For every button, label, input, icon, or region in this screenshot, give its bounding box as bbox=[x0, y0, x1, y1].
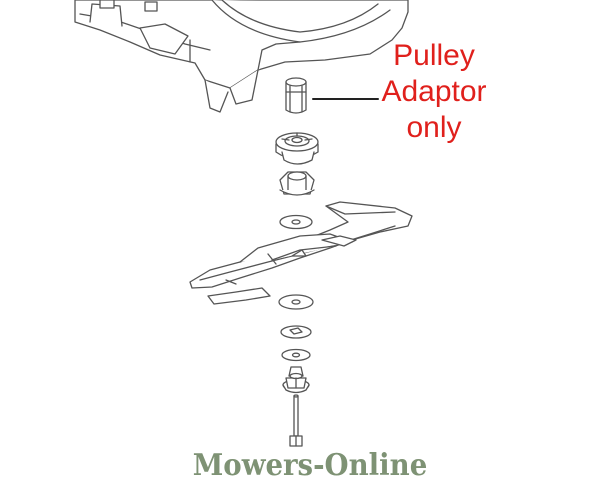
washer-small bbox=[281, 348, 311, 362]
pulley-adaptor-callout: Pulley Adaptor only bbox=[368, 38, 500, 146]
brand-watermark: Mowers-Online bbox=[192, 448, 428, 483]
callout-line-2: Adaptor bbox=[381, 75, 487, 108]
mulching-blade bbox=[189, 201, 413, 305]
blade-hub bbox=[279, 171, 315, 196]
mower-deck bbox=[74, 0, 409, 113]
pulley-adaptor bbox=[285, 77, 307, 114]
pulley bbox=[275, 132, 319, 165]
callout-line-1: Pulley bbox=[393, 39, 475, 72]
callout-line-3: only bbox=[406, 111, 462, 144]
blade-bolt bbox=[289, 394, 303, 447]
hex-nut bbox=[285, 366, 307, 389]
washer-lower-1 bbox=[278, 294, 314, 310]
washer-upper bbox=[279, 214, 313, 230]
spring-washer bbox=[280, 325, 312, 339]
